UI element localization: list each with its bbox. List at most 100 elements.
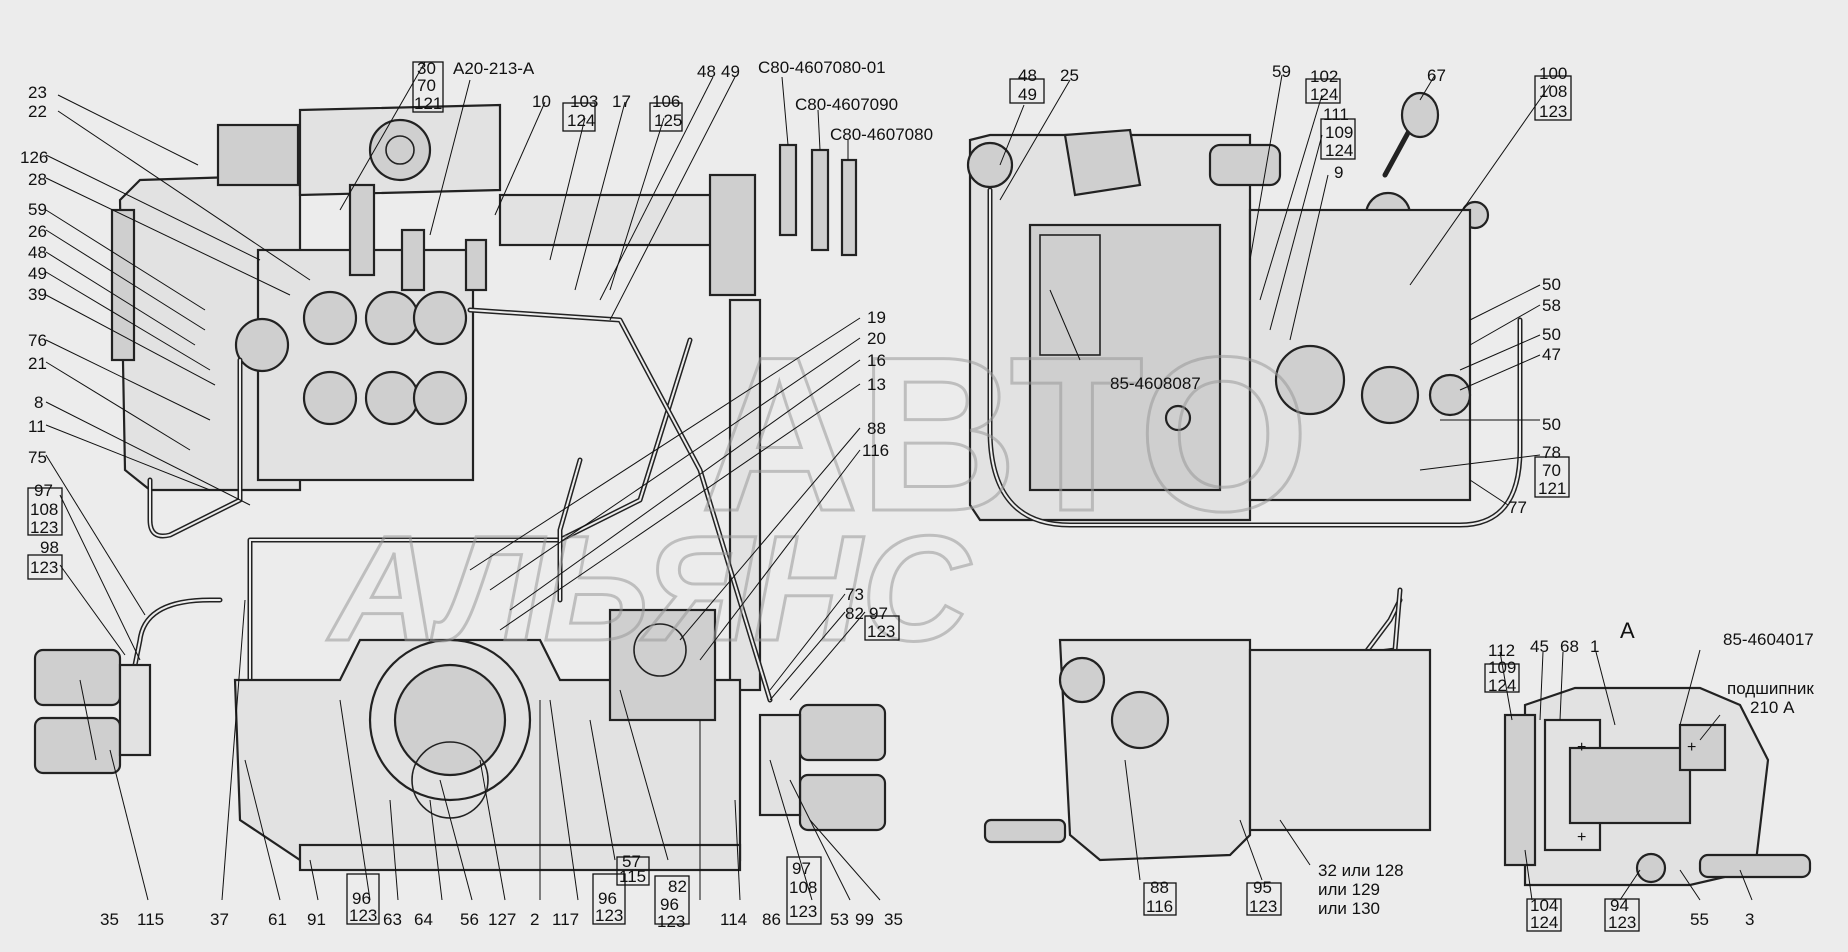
label-108-a: 108 xyxy=(30,500,58,519)
label-96-b: 96 xyxy=(598,889,617,908)
label-97-a: 97 xyxy=(34,481,53,500)
label-125: 125 xyxy=(654,111,682,130)
cover-plate xyxy=(608,608,717,722)
label-2: 2 xyxy=(530,910,539,929)
label-116-b: 116 xyxy=(1146,897,1173,916)
left-side-plate xyxy=(110,208,136,362)
label-boxes xyxy=(27,61,1640,932)
label-48-b: 48 xyxy=(697,62,716,81)
bearing-210a xyxy=(1678,723,1727,772)
label-3: 3 xyxy=(1745,910,1754,929)
label-45: 45 xyxy=(1530,637,1549,656)
label-49-c: 49 xyxy=(1018,85,1037,104)
label-bearing-1: подшипник xyxy=(1727,679,1814,698)
label-bearing-2: 210 А xyxy=(1750,698,1795,717)
label-56: 56 xyxy=(460,910,479,929)
svg-text:+: + xyxy=(1687,739,1696,756)
label-82-b: 82 xyxy=(668,877,687,896)
label-88-a: 88 xyxy=(867,419,886,438)
label-123-c: 123 xyxy=(867,622,895,641)
label-68: 68 xyxy=(1560,637,1579,656)
label-26: 26 xyxy=(28,222,47,241)
label-112: 112 xyxy=(1488,641,1515,660)
label-124-e: 124 xyxy=(1530,913,1558,932)
label-95: 95 xyxy=(1253,878,1272,897)
label-75: 75 xyxy=(28,448,47,467)
control-levers xyxy=(348,183,488,292)
shaft-out xyxy=(1698,853,1812,879)
label-94: 94 xyxy=(1610,896,1629,915)
label-32-c: или 130 xyxy=(1318,899,1380,918)
label-86: 86 xyxy=(762,910,781,929)
label-8: 8 xyxy=(34,393,43,412)
label-124-b: 124 xyxy=(1310,85,1338,104)
label-20: 20 xyxy=(867,329,886,348)
label-106: 106 xyxy=(652,92,680,111)
label-104: 104 xyxy=(1530,896,1558,915)
label-25: 25 xyxy=(1060,66,1079,85)
watermark-line2: АЛЬЯНС xyxy=(326,504,972,672)
label-121-b: 121 xyxy=(1538,479,1566,498)
label-97-b: 97 xyxy=(869,604,888,623)
left-base xyxy=(298,843,742,872)
right-lower-housing xyxy=(1058,638,1252,862)
label-19: 19 xyxy=(867,308,886,327)
label-section-a: А xyxy=(1620,618,1635,643)
label-58: 58 xyxy=(1542,296,1561,315)
label-50-c: 50 xyxy=(1542,415,1561,434)
label-11: 11 xyxy=(28,417,46,436)
watermark-line1: АВТО xyxy=(700,311,1309,557)
label-63: 63 xyxy=(383,910,402,929)
label-100: 100 xyxy=(1539,64,1567,83)
left-view xyxy=(33,103,887,872)
label-c80c: С80-4607080 xyxy=(830,125,933,144)
label-47: 47 xyxy=(1542,345,1561,364)
nameplate xyxy=(1028,223,1222,492)
label-108-b: 108 xyxy=(1539,82,1567,101)
label-82-a: 82 xyxy=(845,604,864,623)
shaft-core xyxy=(1568,746,1692,825)
label-108-c: 108 xyxy=(789,878,817,897)
label-115-b: 115 xyxy=(619,867,646,886)
label-78: 78 xyxy=(1542,443,1561,462)
label-124-a: 124 xyxy=(567,111,595,130)
label-103: 103 xyxy=(570,92,598,111)
section-a-view: + + + xyxy=(1503,686,1812,887)
label-59-b: 59 xyxy=(1272,62,1291,81)
label-32-a: 32 или 128 xyxy=(1318,861,1404,880)
label-50-b: 50 xyxy=(1542,325,1561,344)
label-32-b: или 129 xyxy=(1318,880,1380,899)
label-49-b: 49 xyxy=(721,62,740,81)
label-109-b: 109 xyxy=(1488,658,1516,677)
label-85-4604017: 85-4604017 xyxy=(1723,630,1814,649)
right-couplings xyxy=(758,703,887,832)
label-124-d: 124 xyxy=(1488,676,1516,695)
label-22: 22 xyxy=(28,102,47,121)
left-pipes xyxy=(127,307,773,703)
label-39: 39 xyxy=(28,285,47,304)
label-57: 57 xyxy=(622,852,641,871)
label-123-b: 123 xyxy=(30,558,58,577)
label-48-c: 48 xyxy=(1018,66,1037,85)
label-116-a: 116 xyxy=(862,441,889,460)
label-97-c: 97 xyxy=(792,859,811,878)
label-67: 67 xyxy=(1427,66,1446,85)
distributor-block xyxy=(256,248,475,482)
label-9: 9 xyxy=(1334,163,1343,182)
label-23: 23 xyxy=(28,83,47,102)
label-123-f: 123 xyxy=(657,912,685,931)
label-70-a: 70 xyxy=(417,76,436,95)
label-114: 114 xyxy=(720,910,747,929)
label-123-h: 123 xyxy=(1539,102,1567,121)
pump-body xyxy=(393,663,507,777)
top-fitting xyxy=(368,118,432,182)
label-123-i: 123 xyxy=(1249,897,1277,916)
rod-end xyxy=(708,173,757,297)
labels: 23 22 126 28 59 26 48 49 39 76 21 8 11 7… xyxy=(20,58,1814,932)
label-37: 37 xyxy=(210,910,229,929)
label-73: 73 xyxy=(845,585,864,604)
label-c80b: С80-4607090 xyxy=(795,95,898,114)
label-76: 76 xyxy=(28,331,47,350)
label-98: 98 xyxy=(40,538,59,557)
